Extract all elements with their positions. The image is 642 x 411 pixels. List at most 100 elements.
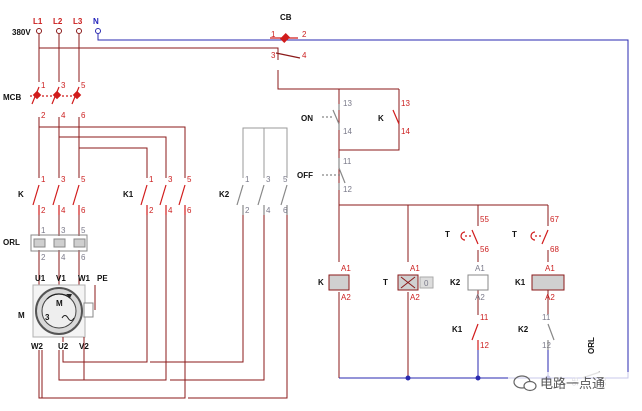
cb-t3: 3 (271, 51, 276, 60)
k2-main-in-5: 5 (283, 175, 288, 184)
orl-label: ORL (3, 238, 20, 247)
k-main-in-3: 3 (61, 175, 66, 184)
on-pushbutton: ON 13 14 (301, 99, 352, 136)
mcb-out-2: 2 (41, 111, 46, 120)
motor-inner: M (56, 299, 63, 308)
k1-nc-t12: 12 (480, 341, 489, 350)
on-t13: 13 (343, 99, 352, 108)
k1-interlock-contact: K1 11 12 (452, 313, 489, 350)
k1-nc-label: K1 (452, 325, 463, 334)
orl-in-5: 5 (81, 226, 86, 235)
t2-label: T (512, 230, 517, 239)
off-pushbutton: OFF 11 12 (297, 157, 352, 194)
coil-k2-a1: A1 (475, 264, 485, 273)
motor-phases: 3 (45, 313, 50, 322)
mcb: MCB 1 3 5 2 4 6 (3, 81, 86, 120)
l2-terminal (56, 28, 62, 34)
n-terminal (95, 28, 101, 34)
k2-nc-label: K2 (518, 325, 529, 334)
coil-k1: K1 A1 A2 (515, 264, 565, 302)
n-label: N (93, 17, 99, 26)
k2-main-in-1: 1 (245, 175, 250, 184)
motor-w1: W1 (78, 274, 91, 283)
circuit-breaker-cb: CB 1 2 3 4 (270, 13, 307, 60)
coil-t-a2: A2 (410, 293, 420, 302)
coil-k1-a2: A2 (545, 293, 555, 302)
motor-v1: V1 (56, 274, 66, 283)
k1-main-out-2: 2 (149, 206, 154, 215)
off-label: OFF (297, 171, 313, 180)
coil-k: K A1 A2 (318, 264, 351, 302)
orl-nc-label: ORL (587, 337, 596, 354)
motor-u2: U2 (58, 342, 69, 351)
on-label: ON (301, 114, 313, 123)
l1-label: L1 (33, 17, 43, 26)
watermark-text: 电路一点通 (540, 376, 605, 392)
on-t14: 14 (343, 127, 352, 136)
cb-label: CB (280, 13, 292, 22)
k-hold-label: K (378, 114, 384, 123)
motor: M U1 V1 W1 PE M 3 W2 U2 V2 (18, 274, 108, 380)
k-hold-t13: 13 (401, 99, 410, 108)
coil-k2-a2: A2 (475, 293, 485, 302)
coil-k2: K2 A1 A2 (450, 264, 489, 302)
power-wires (38, 34, 549, 399)
k2-nc-t11: 11 (542, 313, 551, 322)
orl-out-6: 6 (81, 253, 86, 262)
overload-relay-orl: ORL 1 3 5 2 4 6 (3, 226, 88, 262)
chat-bubble-icon (513, 375, 537, 392)
k-main-label: K (18, 190, 24, 199)
k2-main-out-6: 6 (283, 206, 288, 215)
k2-main-out-4: 4 (266, 206, 271, 215)
k-main-in-5: 5 (81, 175, 86, 184)
coil-k2-label: K2 (450, 278, 461, 287)
mcb-label: MCB (3, 93, 21, 102)
k1-nc-t11: 11 (480, 313, 489, 322)
orl-out-4: 4 (61, 253, 66, 262)
motor-w2: W2 (31, 342, 44, 351)
contactor-k-main: K 1 3 5 2 4 6 (18, 175, 86, 215)
k1-main-in-3: 3 (168, 175, 173, 184)
mcb-in-1: 1 (41, 81, 46, 90)
coil-k1-a1: A1 (545, 264, 555, 273)
k-main-out-4: 4 (61, 206, 66, 215)
l1-terminal (36, 28, 42, 34)
orl-in-3: 3 (61, 226, 66, 235)
mcb-in-3: 3 (61, 81, 66, 90)
coil-k-a2: A2 (341, 293, 351, 302)
orl-out-2: 2 (41, 253, 46, 262)
contactor-k1-main: K1 1 3 5 2 4 6 (123, 175, 192, 215)
k-main-out-2: 2 (41, 206, 46, 215)
cb-t1: 1 (271, 30, 276, 39)
t2-t67: 67 (550, 215, 559, 224)
supply-terminals: L1 L2 L3 N 380V (12, 17, 101, 37)
t1-t55: 55 (480, 215, 489, 224)
k2-main-in-3: 3 (266, 175, 271, 184)
k2-main-out-2: 2 (245, 206, 250, 215)
k-main-in-1: 1 (41, 175, 46, 184)
voltage-label: 380V (12, 28, 31, 37)
motor-label: M (18, 311, 25, 320)
l3-terminal (76, 28, 82, 34)
cb-t4: 4 (302, 51, 307, 60)
gray-wires (59, 127, 288, 286)
motor-pe: PE (97, 274, 108, 283)
mcb-out-4: 4 (61, 111, 66, 120)
k2-main-label: K2 (219, 190, 230, 199)
k1-main-out-4: 4 (168, 206, 173, 215)
timer-contact-55-56: T 55 56 (445, 215, 489, 254)
k2-interlock-contact: K2 11 12 (518, 313, 555, 350)
k1-main-out-6: 6 (187, 206, 192, 215)
t2-t68: 68 (550, 245, 559, 254)
l3-label: L3 (73, 17, 83, 26)
off-t11: 11 (343, 157, 352, 166)
t1-t56: 56 (480, 245, 489, 254)
t1-label: T (445, 230, 450, 239)
k-hold-t14: 14 (401, 127, 410, 136)
coil-t-label: T (383, 278, 388, 287)
k-main-out-6: 6 (81, 206, 86, 215)
contactor-k2-main: K2 1 3 5 2 4 6 (219, 175, 288, 215)
coil-t-value: 0 (424, 279, 429, 288)
coil-t: T A1 A2 0 (383, 264, 434, 302)
